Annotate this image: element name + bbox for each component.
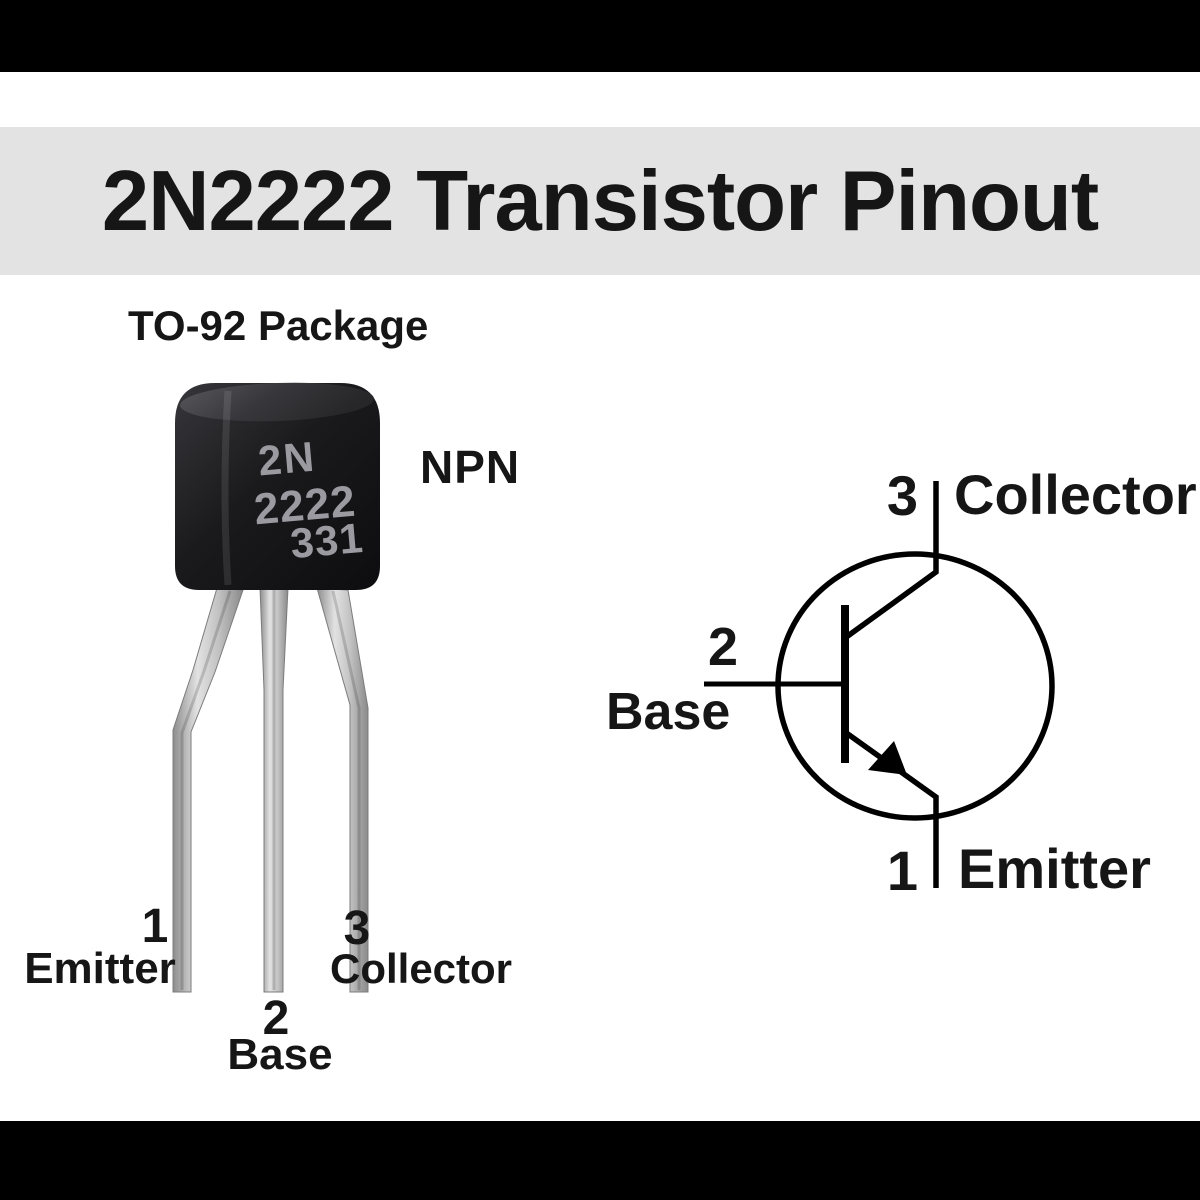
schematic-pin2-name: Base <box>606 683 731 741</box>
emitter-arrowhead <box>868 741 907 775</box>
transistor-body <box>175 383 380 590</box>
bottom-letterbox-bar <box>0 1121 1200 1200</box>
npn-schematic-symbol <box>704 481 1055 888</box>
collector-lead-line <box>843 481 939 641</box>
schematic-pin2-number: 2 <box>707 617 738 677</box>
body-edge-highlight <box>221 390 232 586</box>
package-pin1-name: Emitter <box>24 944 176 993</box>
schematic-pin3-name: Collector <box>954 463 1197 526</box>
schematic-pin1-number: 1 <box>886 839 918 902</box>
title-band: 2N2222 Transistor Pinout <box>0 127 1200 275</box>
package-type-label: TO-92 Package <box>128 302 429 349</box>
leg-emitter <box>172 587 244 993</box>
package-pin2-name: Base <box>227 1030 333 1079</box>
emitter-lead-line <box>843 729 939 888</box>
schematic-pin3-number: 3 <box>886 464 918 527</box>
package-pin1-number: 1 <box>141 900 169 953</box>
npn-label: NPN <box>420 441 521 493</box>
package-top-face <box>180 382 374 422</box>
schematic-pin1-name: Emitter <box>958 837 1151 900</box>
page-title: 2N2222 Transistor Pinout <box>101 153 1099 249</box>
package-pin3-number: 3 <box>343 902 371 955</box>
package-pin3-name: Collector <box>330 945 513 992</box>
top-letterbox-bar <box>0 0 1200 72</box>
leg-collector-seam <box>331 590 361 990</box>
marking-line2: 2222 <box>252 477 358 535</box>
marking-line1: 2N <box>256 433 318 485</box>
marking-line3: 331 <box>289 514 366 567</box>
to92-package-illustration: 2N 2222 331 <box>172 382 380 993</box>
leg-emitter-seam <box>180 590 232 990</box>
package-pin2-number: 2 <box>262 992 290 1045</box>
